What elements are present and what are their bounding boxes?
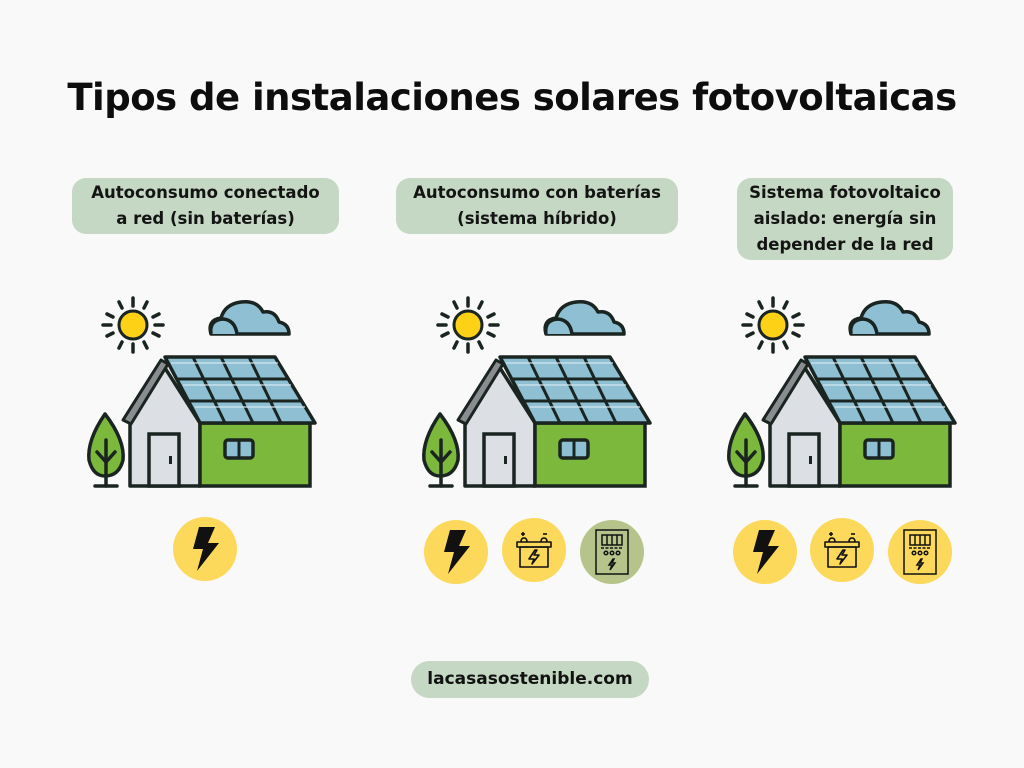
lightning-icon — [733, 520, 797, 584]
label-grid-connected: Autoconsumo conectado a red (sin batería… — [72, 178, 339, 234]
meter-icon — [888, 520, 952, 584]
meter-icon — [580, 520, 644, 584]
lightning-icon — [424, 520, 488, 584]
battery-icon — [810, 518, 874, 582]
label-line: Sistema fotovoltaico — [749, 183, 941, 202]
house-solar-illustration — [727, 296, 957, 488]
label-off-grid: Sistema fotovoltaico aislado: energía si… — [737, 178, 953, 260]
label-line: a red (sin baterías) — [108, 206, 303, 232]
battery-icon — [502, 518, 566, 582]
label-line: Autoconsumo conectado — [91, 183, 320, 202]
website-link[interactable]: lacasasostenible.com — [411, 661, 649, 698]
label-line: (sistema híbrido) — [457, 209, 617, 228]
page-title: Tipos de instalaciones solares fotovolta… — [67, 76, 957, 119]
house-solar-illustration — [422, 296, 652, 488]
house-solar-illustration — [87, 296, 317, 488]
lightning-icon — [173, 517, 237, 581]
label-line: depender de la red — [756, 235, 934, 254]
label-line: Autoconsumo con baterías — [413, 183, 661, 202]
label-hybrid: Autoconsumo con baterías (sistema híbrid… — [396, 178, 678, 234]
label-line: aislado: energía sin — [753, 209, 937, 228]
